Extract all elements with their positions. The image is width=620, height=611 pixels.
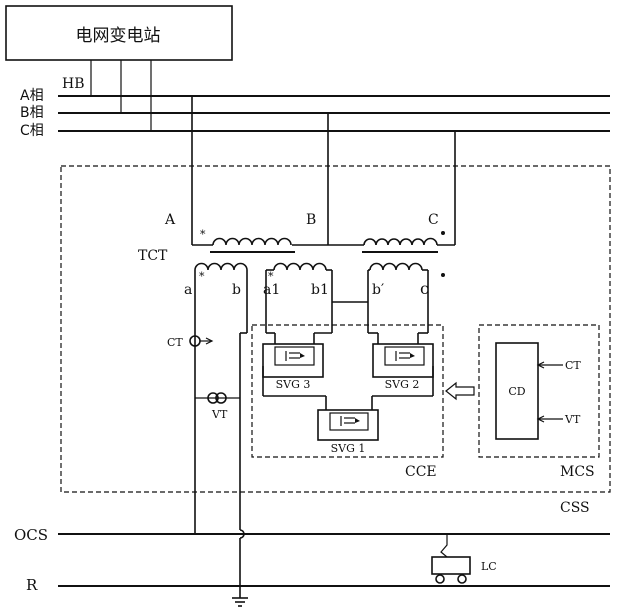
- mcs-label: MCS: [560, 464, 595, 480]
- locomotive-label: LC: [481, 560, 497, 573]
- secondary-c-dot: [441, 273, 445, 277]
- primary-c-label: C: [428, 212, 439, 228]
- phase-a-label: A相: [20, 88, 44, 104]
- primary-b-label: B: [306, 212, 316, 228]
- secondary-ab-wiring: [195, 270, 247, 598]
- rail-label: R: [26, 576, 38, 594]
- phase-c-label: C相: [20, 123, 44, 139]
- secondary-b-label: b: [232, 282, 241, 298]
- primary-winding-ab: [213, 239, 291, 245]
- primary-c-dot: [441, 231, 445, 235]
- svg1-label: SVG 1: [331, 442, 366, 455]
- substation-label: 电网变电站: [76, 26, 161, 46]
- secondary-a-star: *: [199, 270, 205, 283]
- ct-sensor-label: CT: [167, 336, 183, 349]
- hb-label: HB: [62, 76, 85, 92]
- cce-label: CCE: [405, 464, 437, 480]
- locomotive-icon: [432, 534, 470, 583]
- svg3-converter: [263, 344, 323, 377]
- secondary-winding-bc: [370, 264, 422, 271]
- css-label: CSS: [560, 500, 590, 516]
- phase-b-label: B相: [20, 105, 44, 121]
- ocs-label: OCS: [14, 526, 48, 544]
- primary-a-star: *: [200, 228, 206, 241]
- primary-connections: [192, 96, 455, 245]
- tct-label: TCT: [138, 248, 168, 264]
- mcs-boundary: [479, 325, 599, 457]
- secondary-bprime-label: b′: [372, 282, 384, 298]
- svg1-converter: [318, 410, 378, 440]
- secondary-a-label: a: [184, 282, 192, 298]
- secondary-winding-a1b1: [274, 264, 326, 271]
- svg2-converter: [373, 344, 433, 377]
- cd-label: CD: [508, 385, 525, 398]
- three-phase-bus: [58, 96, 610, 131]
- svg3-label: SVG 3: [276, 378, 311, 391]
- secondary-b1-label: b1: [311, 282, 329, 298]
- vt-sensor-icon: [195, 393, 240, 403]
- vt-sensor-label: VT: [211, 408, 228, 421]
- cd-input-arrows: [538, 362, 563, 422]
- ct-sensor-icon: [190, 336, 212, 346]
- primary-winding-c: [364, 239, 437, 245]
- ground-icon: [232, 598, 248, 606]
- control-arrow-icon: [446, 383, 474, 399]
- primary-a-label: A: [164, 212, 176, 228]
- cd-ct-input-label: CT: [565, 359, 581, 372]
- svg2-label: SVG 2: [385, 378, 420, 391]
- cd-vt-input-label: VT: [564, 413, 581, 426]
